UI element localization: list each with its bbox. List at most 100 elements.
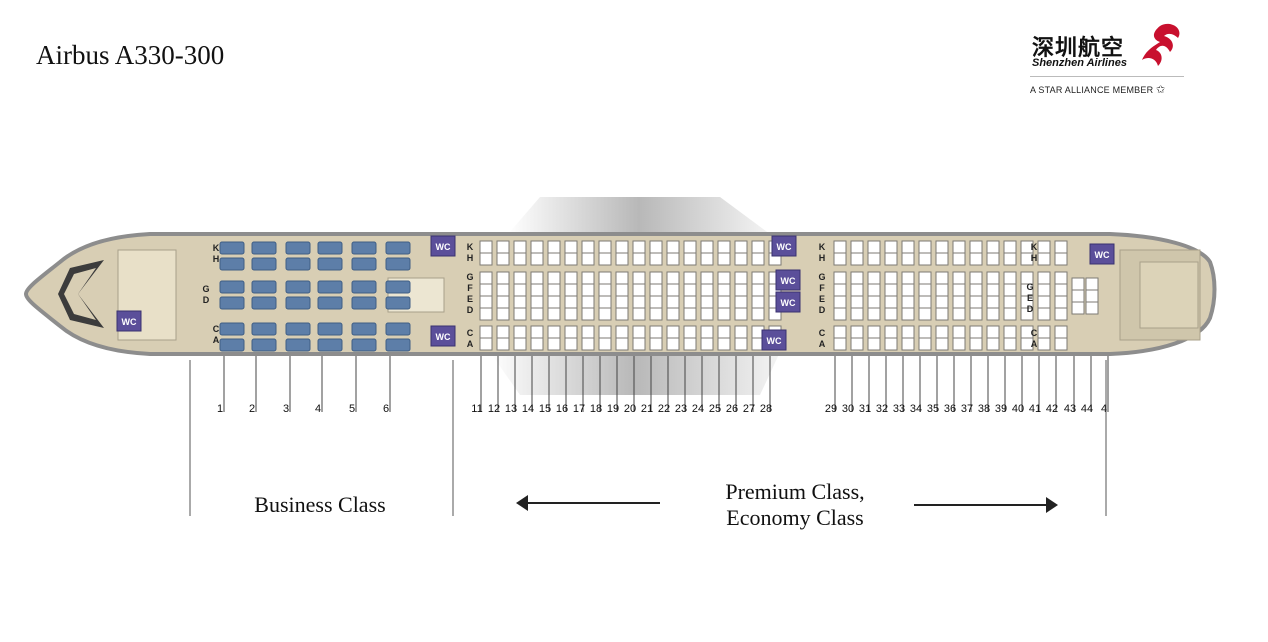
economy-seat	[564, 252, 578, 266]
row-number: 1	[217, 403, 223, 415]
seat-letter: G	[1026, 282, 1033, 292]
economy-seat	[547, 240, 561, 254]
economy-seat	[564, 307, 578, 321]
economy-seat	[935, 283, 949, 297]
economy-seat	[564, 337, 578, 351]
economy-seat	[598, 252, 612, 266]
wing-upper	[508, 197, 770, 234]
seat-letter: K	[213, 243, 220, 253]
economy-seat	[530, 337, 544, 351]
economy-seat	[615, 252, 629, 266]
economy-seat	[700, 271, 714, 285]
economy-seat	[884, 283, 898, 297]
economy-seat	[850, 240, 864, 254]
wc-block	[430, 325, 456, 347]
economy-seat	[479, 295, 493, 309]
business-seat	[285, 338, 311, 352]
economy-seat	[598, 240, 612, 254]
row-number: 15	[539, 403, 551, 415]
economy-seat	[986, 271, 1000, 285]
economy-seat	[1054, 295, 1068, 309]
economy-seat	[986, 337, 1000, 351]
economy-seat	[884, 240, 898, 254]
economy-seat	[581, 283, 595, 297]
economy-seat	[1037, 271, 1051, 285]
economy-seat	[717, 307, 731, 321]
economy-seat	[530, 325, 544, 339]
economy-seat	[649, 240, 663, 254]
economy-seat	[513, 337, 527, 351]
economy-seat	[1037, 325, 1051, 339]
seat-letter: C	[467, 328, 474, 338]
business-seat	[251, 257, 277, 271]
wc-label: WC	[122, 317, 137, 327]
row-number: 39	[995, 403, 1007, 415]
economy-seat	[1020, 307, 1034, 321]
seat-letter: C	[213, 324, 220, 334]
arrow-left-head	[516, 495, 528, 511]
aft-galley-inner	[1139, 261, 1199, 329]
economy-seat	[969, 325, 983, 339]
business-seat	[385, 257, 411, 271]
economy-seat	[901, 337, 915, 351]
economy-seat	[884, 252, 898, 266]
seat-letter: C	[1031, 328, 1038, 338]
economy-seat	[1037, 337, 1051, 351]
economy-seat	[1054, 240, 1068, 254]
business-class-label: Business Class	[254, 492, 386, 517]
seat-letter: C	[819, 328, 826, 338]
economy-seat	[1071, 289, 1085, 303]
economy-seat	[666, 337, 680, 351]
seat-letter: H	[213, 254, 220, 264]
economy-seat	[952, 240, 966, 254]
row-number: 4	[315, 403, 321, 415]
economy-seat	[1003, 307, 1017, 321]
economy-seat	[479, 325, 493, 339]
row-number: 2	[249, 403, 255, 415]
economy-seat	[935, 325, 949, 339]
economy-seat	[615, 283, 629, 297]
row-number: 11	[471, 403, 482, 415]
economy-seat	[901, 307, 915, 321]
economy-seat	[479, 283, 493, 297]
business-seat	[219, 257, 245, 271]
economy-seat	[935, 337, 949, 351]
economy-seat	[479, 252, 493, 266]
seat-letter: H	[467, 253, 474, 263]
economy-seat	[581, 325, 595, 339]
economy-seat	[850, 337, 864, 351]
airline-name-en: Shenzhen Airlines	[1032, 57, 1127, 69]
economy-seat	[969, 283, 983, 297]
airline-name-cn: 深圳航空	[1032, 36, 1125, 61]
economy-seat	[683, 307, 697, 321]
business-seat	[351, 338, 377, 352]
economy-seat	[683, 240, 697, 254]
economy-seat	[867, 240, 881, 254]
economy-seat	[530, 295, 544, 309]
economy-seat	[683, 271, 697, 285]
economy-seat	[530, 252, 544, 266]
wc-block	[775, 291, 801, 313]
wing-lower	[490, 352, 780, 395]
economy-seat	[734, 325, 748, 339]
economy-seat	[547, 307, 561, 321]
seat-letter: D	[467, 305, 474, 315]
business-seat	[385, 296, 411, 310]
economy-seat	[986, 295, 1000, 309]
economy-seat	[632, 337, 646, 351]
business-seat	[219, 280, 245, 294]
economy-seat	[734, 271, 748, 285]
row-number: 13	[505, 403, 517, 415]
row-number: 6	[383, 403, 389, 415]
economy-seat	[1085, 277, 1099, 291]
economy-seat	[649, 283, 663, 297]
economy-seat	[867, 337, 881, 351]
economy-seat	[1037, 295, 1051, 309]
alliance-text: A STAR ALLIANCE MEMBER ✩	[1030, 84, 1166, 96]
wc-label: WC	[781, 298, 796, 308]
economy-seat	[717, 240, 731, 254]
business-seat	[285, 280, 311, 294]
business-seat	[351, 241, 377, 255]
economy-seat	[1071, 301, 1085, 315]
